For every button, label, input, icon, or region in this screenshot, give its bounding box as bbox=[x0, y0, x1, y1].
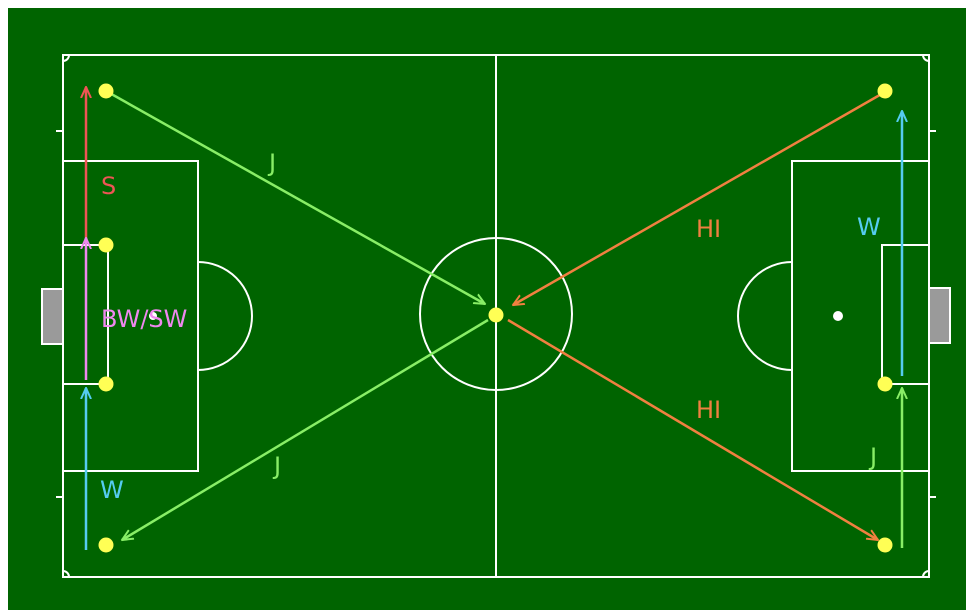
player-bottom-left bbox=[98, 537, 114, 553]
right-goal bbox=[928, 287, 951, 344]
player-top-right bbox=[877, 83, 893, 99]
corner-arc-bottom-right bbox=[922, 570, 930, 578]
label-bwsw-left: BW/SW bbox=[101, 305, 187, 333]
label-hi-bottom: HI bbox=[696, 396, 721, 424]
corner-arc-bottom-left bbox=[62, 570, 70, 578]
arrow-j-center-to-bottom-left bbox=[122, 318, 489, 540]
arrow-hi-center-to-bottom-right bbox=[507, 318, 878, 540]
player-center bbox=[488, 307, 504, 323]
arrow-j-top-left-to-center bbox=[105, 89, 485, 304]
left-penalty-spot bbox=[149, 312, 157, 320]
label-w-right: W bbox=[857, 213, 881, 241]
label-w-left: W bbox=[100, 476, 124, 504]
grass-field bbox=[8, 8, 966, 610]
player-bottom-right bbox=[877, 537, 893, 553]
player-right-goal-bottom bbox=[877, 376, 893, 392]
label-j-top: J bbox=[267, 149, 276, 177]
left-penalty-arc bbox=[197, 261, 253, 371]
label-j-bottom: J bbox=[272, 452, 281, 480]
label-s-left: S bbox=[101, 172, 116, 200]
corner-arc-top-left bbox=[62, 54, 70, 62]
right-penalty-arc bbox=[737, 261, 793, 371]
label-hi-top: HI bbox=[696, 215, 721, 243]
players bbox=[98, 83, 893, 553]
movement-arrows bbox=[86, 87, 902, 550]
arrow-hi-top-right-to-center bbox=[513, 90, 886, 305]
right-penalty-spot bbox=[833, 311, 843, 321]
corner-arc-top-right bbox=[922, 54, 930, 62]
center-circle bbox=[419, 237, 573, 391]
player-left-goal-bottom bbox=[98, 376, 114, 392]
left-goal bbox=[41, 288, 64, 345]
player-left-goal-top bbox=[98, 237, 114, 253]
label-j-right: J bbox=[868, 443, 877, 471]
player-top-left bbox=[98, 83, 114, 99]
